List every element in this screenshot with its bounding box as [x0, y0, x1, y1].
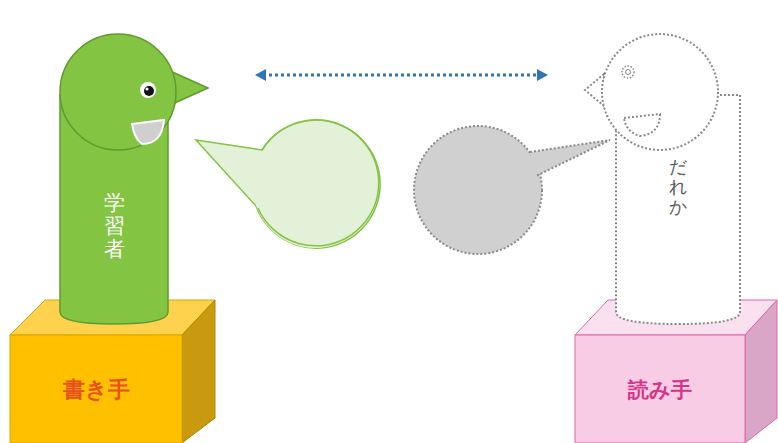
bird-mouth — [624, 114, 660, 136]
speech-bubble — [414, 126, 542, 254]
bird-pupil — [144, 86, 154, 96]
bird-mouth — [132, 120, 164, 144]
box-front — [10, 335, 182, 443]
box-side — [745, 300, 777, 443]
figure-label: 学習者 — [104, 192, 125, 261]
bird-eye — [622, 66, 634, 78]
bird-eye — [140, 82, 156, 98]
bird-eye-glint — [146, 88, 149, 91]
figure-body: だれか — [583, 32, 743, 324]
speech-bubble-outline — [258, 120, 379, 246]
box-front — [575, 335, 745, 443]
dialogue-arrow — [255, 69, 548, 81]
speech-bubble — [196, 120, 380, 248]
speech-bubble-tail — [530, 140, 610, 176]
role-box: 書き手 — [10, 340, 182, 440]
role-label: 書き手 — [63, 375, 130, 405]
box-side — [182, 300, 215, 443]
role-box: 読み手 — [575, 340, 745, 440]
bird-beak — [585, 74, 604, 106]
speech-bubble-tail-outline — [530, 140, 610, 176]
bird-head — [602, 34, 718, 150]
bird-head — [60, 34, 176, 150]
role-label: 読み手 — [628, 376, 692, 404]
figure-body: 学習者 — [58, 32, 210, 324]
figure-label: だれか — [669, 157, 687, 216]
bird-eye — [626, 70, 631, 75]
